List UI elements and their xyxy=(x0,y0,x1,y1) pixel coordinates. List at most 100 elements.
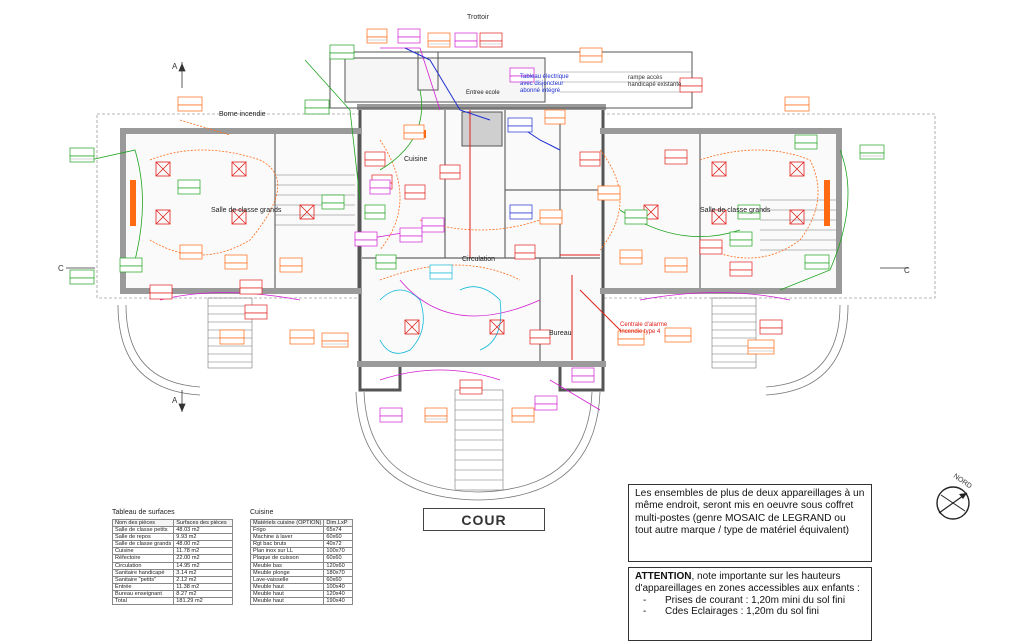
table-cell: 60x60 xyxy=(323,554,354,563)
header-cell: Matériels cuisine (OPTION) xyxy=(249,518,325,528)
table-cell: Plaque de cuisson xyxy=(249,554,325,563)
table-cell: 2.12 m2 xyxy=(173,575,234,584)
circuits-green xyxy=(89,59,849,291)
note-item-dash: - xyxy=(643,594,647,606)
annotation-box: Centrale d'alarme incendie type 4 xyxy=(620,322,668,335)
table-cell: 181.29 m2 xyxy=(173,597,234,606)
table-cell: 120x40 xyxy=(323,589,354,599)
note-item-text: Prises de courant : 1,20m mini du sol fi… xyxy=(665,594,846,606)
table-cell: Meuble haut xyxy=(249,597,325,606)
table-cell: 9.93 m2 xyxy=(173,533,234,542)
surfaces-table-title: Tableau de surfaces xyxy=(112,509,175,516)
table-cell: 100x70 xyxy=(323,547,354,556)
table-cell: 40x72 xyxy=(323,540,354,549)
note-heights-body: , note importante sur les hauteurs d'app… xyxy=(635,571,860,594)
header-cell: Surfaces des pièces xyxy=(173,518,234,528)
note-heights-title: ATTENTION xyxy=(635,571,692,582)
kitchen-table: Cuisine Matériels cuisine (OPTION) Dim.L… xyxy=(249,509,354,606)
header-cell: Dim.LxP xyxy=(323,518,354,528)
table-cell: 120x60 xyxy=(323,561,354,570)
partitions xyxy=(274,110,701,361)
tag-hatch xyxy=(70,39,884,420)
table-cell: 11.38 m2 xyxy=(173,582,234,591)
courtyard-label: COUR xyxy=(423,508,545,531)
table-cell: 65x74 xyxy=(323,526,354,535)
table-cell: Salle de classe petits xyxy=(111,526,175,535)
kitchen-table-title: Cuisine xyxy=(250,509,274,516)
table-cell: Total xyxy=(111,597,175,606)
table-cell: 100x40 xyxy=(323,582,354,591)
table-cell: Plan inox sur LL xyxy=(249,547,325,556)
table-cell: Salle de repos xyxy=(111,533,175,542)
table-cell: Meuble plonge xyxy=(249,568,325,577)
room-label-office: Bureau xyxy=(549,330,572,337)
table-cell: 48.03 m2 xyxy=(173,526,234,535)
circuits-cyan xyxy=(379,286,502,354)
section-markers xyxy=(66,62,908,413)
table-cell: 14.95 m2 xyxy=(173,561,234,570)
room-label-left-hall: Salle de classe grands xyxy=(211,207,282,214)
table-cell: Meuble haut xyxy=(249,582,325,591)
section-mark-c-right: C xyxy=(904,266,910,275)
tags-blue xyxy=(507,117,533,220)
table-cell: 11.78 m2 xyxy=(173,547,234,556)
table-header-row: Matériels cuisine (OPTION) Dim.LxP xyxy=(249,518,354,528)
table-cell: 22.00 m2 xyxy=(173,554,234,563)
table-cell: 190x40 xyxy=(323,597,354,606)
note-multi-socket: Les ensembles de plus de deux appareilla… xyxy=(628,484,872,562)
room-label-entrance: Entree ecole xyxy=(466,90,500,96)
room-label-right-hall: Salle de classe grands xyxy=(700,207,771,214)
table-cell: 180x70 xyxy=(323,568,354,577)
note-item: - Cdes Eclairages : 1,20m du sol fini xyxy=(635,606,865,618)
room-label-fire: Borne incendie xyxy=(219,111,266,118)
ramp-hatch xyxy=(560,71,692,93)
light-fixtures xyxy=(155,161,805,335)
annotation-ramp: rampe accès handicapé existante xyxy=(628,75,682,88)
table-cell: Sanitaire "petits" xyxy=(111,575,175,584)
surfaces-table: Tableau de surfaces Nom des pièces Surfa… xyxy=(111,509,234,606)
table-cell: Bureau enseignant xyxy=(111,589,175,599)
header-cell: Nom des pièces xyxy=(111,518,175,528)
tags-cyan xyxy=(429,264,453,280)
table-cell: Sanitaire handicapé xyxy=(111,568,175,577)
table-cell: Salle de classe grands xyxy=(111,540,175,549)
tags-red xyxy=(149,32,783,395)
table-cell: 48.00 m2 xyxy=(173,540,234,549)
table-cell: Frigo xyxy=(249,526,325,535)
tags-magenta xyxy=(354,28,595,423)
table-cell: 3.14 m2 xyxy=(173,568,234,577)
street-label: Trottoir xyxy=(467,14,489,21)
annotation-panel: Tableau électrique avec disjoncteur abon… xyxy=(520,74,569,94)
table-cell: Cuisine xyxy=(111,547,175,556)
note-item: - Prises de courant : 1,20m mini du sol … xyxy=(635,595,865,607)
table-cell: Rgt bac bruts xyxy=(249,540,325,549)
table-cell: 60x60 xyxy=(323,575,354,584)
section-mark-c-left: C xyxy=(58,264,64,273)
table-cell: Meuble bas xyxy=(249,561,325,570)
circuits-magenta xyxy=(159,47,791,411)
table-cell: 60x60 xyxy=(323,533,354,542)
surfaces-table-row: Sanitaire "petits"2.12 m2 xyxy=(111,575,234,584)
